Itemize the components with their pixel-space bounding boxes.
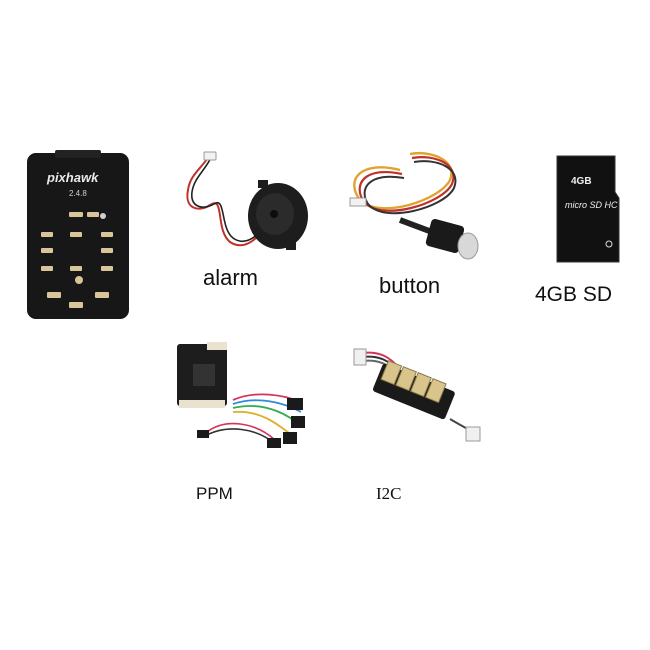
alarm-label: alarm — [203, 265, 259, 290]
microsd-card-image: 4GB micro SD HC — [553, 152, 623, 267]
sd-card-capacity: 4GB — [571, 176, 592, 187]
i2c-splitter-image — [350, 345, 485, 445]
ppm-encoder-image — [175, 340, 315, 455]
pixhawk-board-image: pixhawk 2.4.8 — [25, 150, 131, 322]
safety-button-image — [340, 140, 490, 270]
button-label: button — [379, 273, 441, 298]
pixhawk-version: 2.4.8 — [69, 189, 87, 198]
sd-card-brand: micro SD HC — [565, 200, 618, 210]
alarm-buzzer-image — [170, 150, 310, 260]
pixhawk-logo: pixhawk — [46, 170, 99, 185]
sd-label: 4GB SD — [535, 283, 613, 306]
ppm-label: PPM — [196, 484, 233, 503]
i2c-label: I2C — [376, 484, 402, 503]
